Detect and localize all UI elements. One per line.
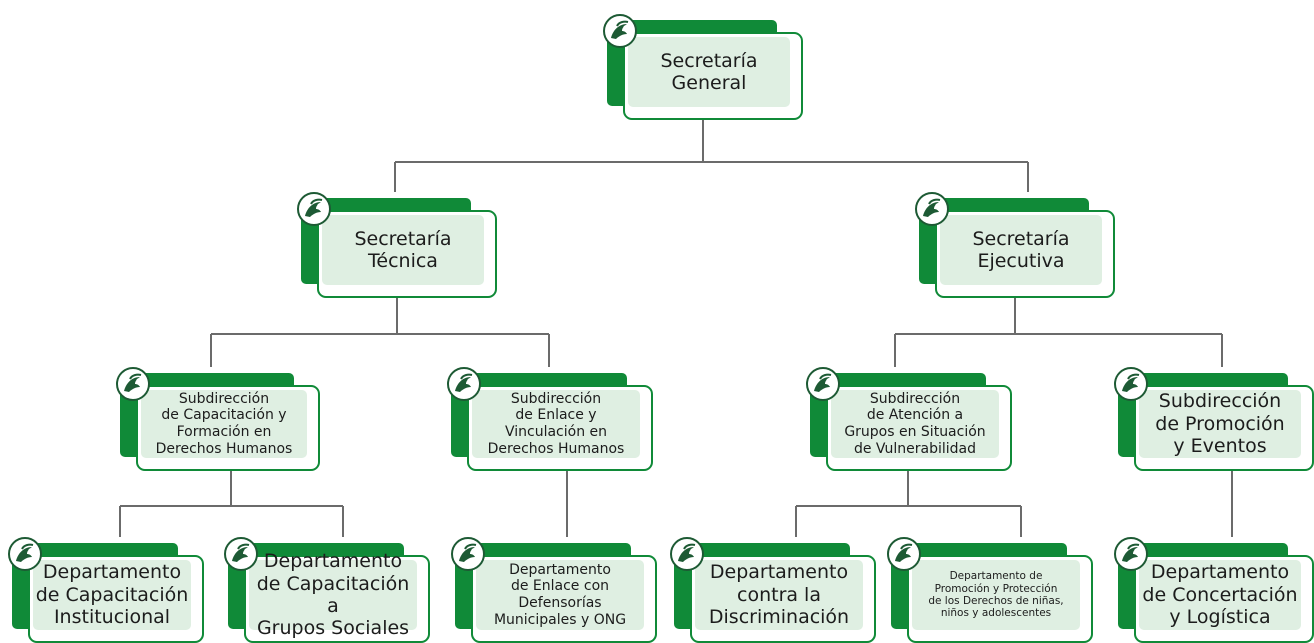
bird-logo-icon (887, 537, 921, 571)
node-subdireccion-enlace: Subdirección de Enlace y Vinculación en … (447, 367, 653, 471)
bird-logo-icon (224, 537, 258, 571)
node-subdireccion-capacitacion-label: Subdirección de Capacitación y Formación… (155, 390, 293, 457)
node-depto-enlace-defensorias: Departamento de Enlace con Defensorías M… (451, 537, 657, 643)
bird-logo-icon (451, 537, 485, 571)
node-depto-capacitacion-institucional-label: Departamento de Capacitación Institucion… (35, 561, 189, 629)
node-subdireccion-promocion: Subdirección de Promoción y Eventos (1114, 367, 1314, 471)
node-depto-capacitacion-institucional: Departamento de Capacitación Institucion… (8, 537, 204, 643)
node-subdireccion-promocion-label: Subdirección de Promoción y Eventos (1155, 390, 1285, 458)
node-secretaria-general-label: Secretaría General (660, 49, 758, 94)
bird-logo-icon (603, 14, 637, 48)
node-depto-discriminacion-label: Departamento contra la Discriminación (708, 561, 850, 629)
node-subdireccion-atencion-label: Subdirección de Atención a Grupos en Sit… (844, 390, 986, 457)
node-depto-concertacion: Departamento de Concertación y Logística (1114, 537, 1314, 643)
node-depto-enlace-defensorias-label: Departamento de Enlace con Defensorías M… (493, 561, 627, 628)
node-secretaria-general: Secretaría General (603, 14, 803, 120)
node-depto-concertacion-label: Departamento de Concertación y Logística (1142, 561, 1298, 629)
node-depto-capacitacion-grupos: Departamento de Capacitación a Grupos So… (224, 537, 430, 643)
node-depto-promocion-ninas: Departamento de Promoción y Protección d… (887, 537, 1093, 643)
bird-logo-icon (1114, 537, 1148, 571)
node-depto-promocion-ninas-label: Departamento de Promoción y Protección d… (928, 570, 1064, 620)
bird-logo-icon (447, 367, 481, 401)
node-secretaria-ejecutiva: Secretaría Ejecutiva (915, 192, 1115, 298)
bird-logo-icon (915, 192, 949, 226)
bird-logo-icon (670, 537, 704, 571)
node-subdireccion-enlace-label: Subdirección de Enlace y Vinculación en … (487, 390, 625, 457)
node-secretaria-tecnica: Secretaría Técnica (297, 192, 497, 298)
node-subdireccion-capacitacion: Subdirección de Capacitación y Formación… (116, 367, 320, 471)
bird-logo-icon (8, 537, 42, 571)
node-subdireccion-atencion: Subdirección de Atención a Grupos en Sit… (806, 367, 1012, 471)
bird-logo-icon (806, 367, 840, 401)
bird-logo-icon (1114, 367, 1148, 401)
node-depto-discriminacion: Departamento contra la Discriminación (670, 537, 876, 643)
bird-logo-icon (297, 192, 331, 226)
node-secretaria-ejecutiva-label: Secretaría Ejecutiva (972, 227, 1070, 272)
node-depto-capacitacion-grupos-label: Departamento de Capacitación a Grupos So… (256, 550, 410, 640)
bird-logo-icon (116, 367, 150, 401)
node-secretaria-tecnica-label: Secretaría Técnica (354, 227, 452, 272)
